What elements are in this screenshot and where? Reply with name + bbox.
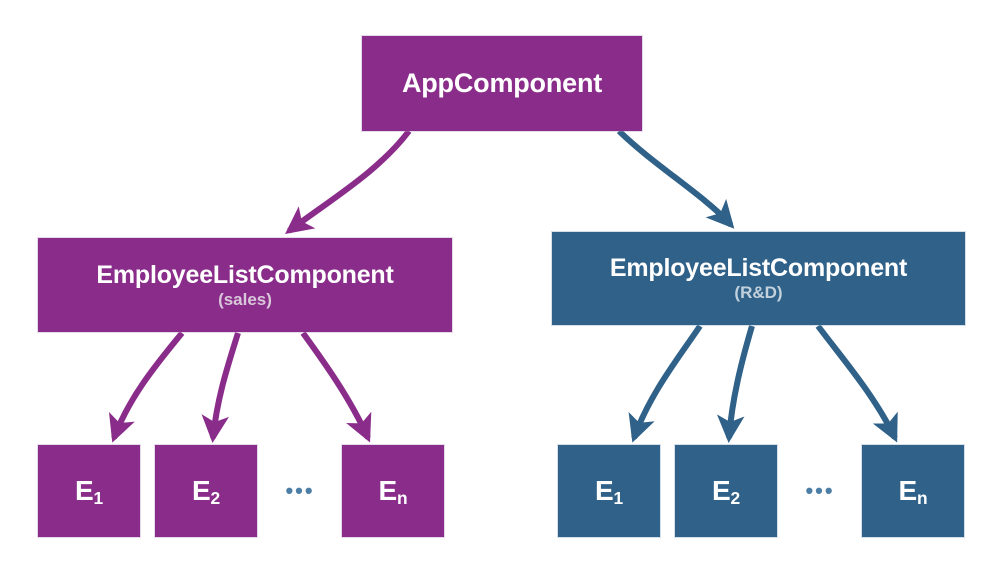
node-employee-leaf-sales-2-label: E2 <box>192 475 221 509</box>
node-employee-list-component-sales[interactable]: EmployeeListComponent (sales) <box>38 238 452 332</box>
node-employee-leaf-rnd-n[interactable]: En <box>862 445 964 537</box>
edge-sales-to-leaf-1 <box>108 331 185 443</box>
leaf-base: E <box>712 475 731 507</box>
leaf-base: E <box>378 475 398 507</box>
node-employee-leaf-rnd-2[interactable]: E2 <box>675 445 777 537</box>
node-employee-leaf-rnd-1-label: E1 <box>595 475 624 509</box>
node-employee-leaf-sales-n[interactable]: En <box>342 445 444 537</box>
node-employee-list-component-rnd[interactable]: EmployeeListComponent (R&D) <box>552 232 965 325</box>
node-app-component[interactable]: AppComponent <box>362 36 642 131</box>
node-employee-list-sales-subtitle: (sales) <box>218 289 272 309</box>
edge-rnd-to-leaf-2 <box>716 325 755 443</box>
leaf-base: E <box>192 475 211 507</box>
edge-sales-to-leaf-2 <box>201 332 241 443</box>
node-employee-leaf-sales-1[interactable]: E1 <box>38 445 140 537</box>
leaf-base: E <box>595 475 614 507</box>
node-employee-leaf-sales-n-label: En <box>378 475 408 509</box>
edge-sales-to-leaf-n <box>300 331 372 443</box>
leaf-subscript: 1 <box>613 488 624 509</box>
node-employee-leaf-rnd-2-label: E2 <box>712 475 741 509</box>
leaf-base: E <box>898 475 918 507</box>
edge-root-to-sales <box>285 129 412 234</box>
ellipsis-rnd-leaves: ••• <box>805 478 835 503</box>
leaf-subscript: n <box>917 488 928 509</box>
node-employee-leaf-sales-2[interactable]: E2 <box>155 445 257 537</box>
leaf-subscript: 2 <box>210 488 221 509</box>
node-employee-list-rnd-subtitle: (R&D) <box>734 283 783 303</box>
node-employee-list-sales-label: EmployeeListComponent <box>96 260 394 289</box>
node-employee-leaf-rnd-1[interactable]: E1 <box>558 445 660 537</box>
node-employee-leaf-rnd-n-label: En <box>898 475 928 509</box>
edge-rnd-to-leaf-n <box>815 324 898 443</box>
leaf-base: E <box>75 475 94 507</box>
ellipsis-sales-leaves: ••• <box>285 478 315 503</box>
edge-rnd-to-leaf-1 <box>628 324 703 443</box>
node-employee-list-rnd-label: EmployeeListComponent <box>609 254 908 283</box>
leaf-subscript: 1 <box>93 488 104 509</box>
edge-root-to-rnd <box>616 128 735 229</box>
node-app-component-label: AppComponent <box>401 68 603 99</box>
node-employee-leaf-sales-1-label: E1 <box>75 475 104 509</box>
leaf-subscript: 2 <box>730 488 741 509</box>
leaf-subscript: n <box>397 488 408 509</box>
